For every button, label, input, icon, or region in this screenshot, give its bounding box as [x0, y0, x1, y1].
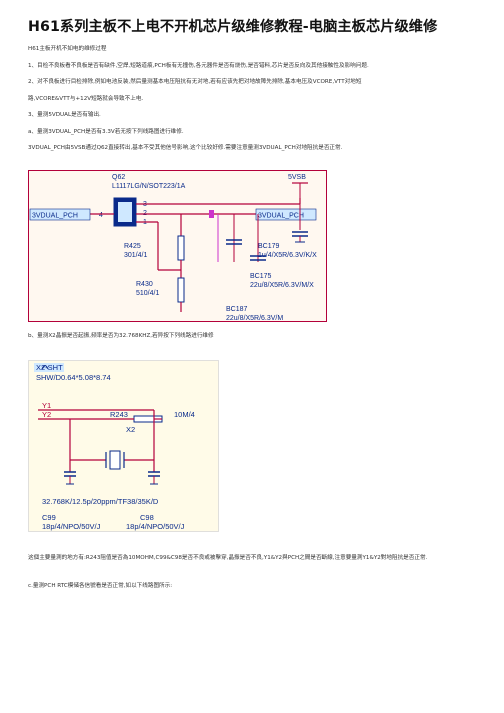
step-2-text: 2、对不良板进行目检排除,例如电池反装,然后量测基本电压阻抗有无对地,若有应该先…: [28, 79, 362, 85]
net-5vsb: 5VSB: [288, 174, 306, 181]
q62-ref: Q62: [112, 174, 125, 181]
svg-text:BC175: BC175: [250, 273, 272, 280]
svg-text:C98: C98: [140, 513, 154, 522]
svg-text:X2: X2: [126, 425, 135, 434]
svg-text:22u/8/X5R/6.3V/M: 22u/8/X5R/6.3V/M: [226, 315, 283, 322]
svg-text:BC179: BC179: [258, 243, 280, 250]
schematic-q62: Q62 L1117LG/N/SOT223/1A 5VSB 4 3 2 1 3VD…: [28, 170, 327, 322]
x2-label-box: [34, 363, 64, 372]
svg-text:301/4/1: 301/4/1: [124, 252, 147, 259]
svg-text:Y1: Y1: [42, 401, 51, 410]
r425-resistor: [177, 235, 185, 261]
svg-text:18p/4/NPO/50V/J: 18p/4/NPO/50V/J: [126, 522, 185, 531]
r430-resistor: [177, 277, 185, 303]
svg-text:4: 4: [99, 212, 103, 219]
step-b-desc: 这個主要量測的地方有:R243阻值是否為10MOHM,C99&C98是否不良或被…: [28, 555, 428, 561]
svg-text:32.768K/12.5p/20ppm/TF38/35K/D: 32.768K/12.5p/20ppm/TF38/35K/D: [42, 497, 159, 506]
svg-text:X2-SHT: X2-SHT: [36, 363, 63, 372]
svg-text:R430: R430: [136, 281, 153, 288]
svg-text:510/4/1: 510/4/1: [136, 290, 159, 297]
svg-text:3VDUAL_PCH: 3VDUAL_PCH: [258, 213, 304, 220]
svg-text:BC187: BC187: [226, 306, 248, 313]
svg-text:C99: C99: [42, 513, 56, 522]
svg-text:18p/4/NPO/50V/J: 18p/4/NPO/50V/J: [42, 522, 101, 531]
svg-text:22u/8/X5R/6.3V/M/X: 22u/8/X5R/6.3V/M/X: [250, 282, 314, 289]
svg-text:SHW/D0.64*5.08*8.74: SHW/D0.64*5.08*8.74: [36, 373, 111, 382]
step-b-text: b、量测X2晶振是否起振,频率是否为32.768KHZ,若异按下列线路进行维修: [28, 333, 214, 339]
svg-text:R243: R243: [110, 410, 128, 419]
step-3-text: 3、量测5VDUAL是否有输出.: [28, 112, 101, 118]
step-a-desc: 3VDUAL_PCH由5VSB通过Q62直接转出,基本不受其他信号影响,这个比较…: [28, 145, 343, 151]
svg-text:Y2: Y2: [42, 410, 51, 419]
svg-text:1u/4/X5R/6.3V/K/X: 1u/4/X5R/6.3V/K/X: [258, 252, 317, 259]
step-a-text: a、量测3VDUAL_PCH是否有3.3V若无按下列线路图进行维修.: [28, 129, 184, 135]
step-2b-text: 路,VCORE&VTT与+12V短路就会导致不上电.: [28, 96, 144, 102]
q62-part: L1117LG/N/SOT223/1A: [112, 183, 186, 190]
intro-text: H61主板开机不如电的维修过程: [28, 46, 107, 52]
svg-text:3VDUAL_PCH: 3VDUAL_PCH: [32, 213, 78, 220]
net-label-out: [255, 208, 317, 221]
step-c-text: c.量测PCH RTC模储各信號看是否正常,如以下线路图所示:: [28, 583, 173, 589]
net-label-in: [29, 208, 91, 221]
page-title: H61系列主板不上电不开机芯片级维修教程-电脑主板芯片级维修: [28, 19, 438, 35]
svg-text:10M/4: 10M/4: [174, 410, 195, 419]
x2-crystal: [109, 450, 121, 470]
svg-text:R425: R425: [124, 243, 141, 250]
schematic-x2: X2-SHT SHW/D0.64*5.08*8.74 Y1 Y2 R243 10…: [28, 360, 219, 532]
step-1-text: 1、目检不良板看不良板是否有缺件,空焊,短路道痕,PCH板有无撞伤,各元器件是否…: [28, 63, 369, 69]
